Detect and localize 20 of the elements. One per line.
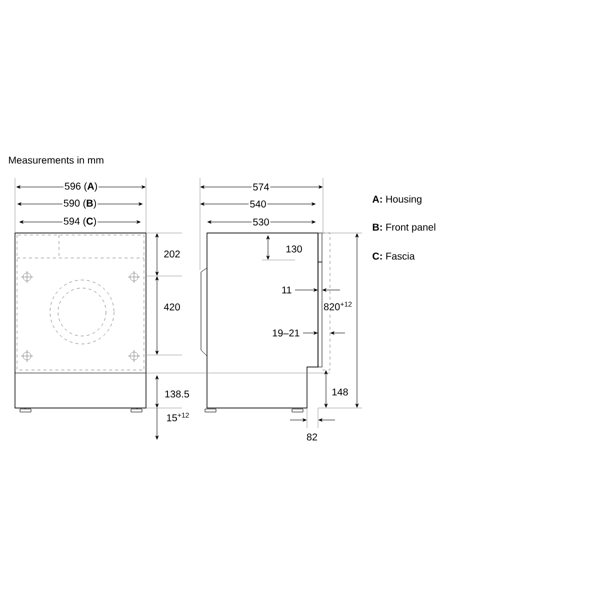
dimension-label: 138.5 (164, 389, 190, 399)
dimension-label: 596 (A) (63, 181, 99, 193)
dimension-label: 530 (252, 217, 270, 227)
dimension-label: 202 (162, 249, 182, 259)
dimension-label: 130 (284, 244, 304, 254)
dimension-label: 420 (162, 302, 182, 312)
dimension-label: 19–21 (271, 328, 301, 338)
dimension-label: 11 (280, 286, 293, 294)
dimension-label: 574 (252, 182, 270, 192)
key-label: C: Fascia (372, 252, 415, 260)
dimension-label: 82 (305, 432, 319, 442)
dimension-label: 820$^{+12}$ (322, 300, 354, 312)
key-label: A: Housing (372, 195, 422, 205)
title: Measurements in mm (9, 156, 104, 164)
dimension-label: 15$^{+12}$ (165, 412, 191, 422)
dimension-label: 148 (330, 387, 350, 397)
key-label: B: Front panel (372, 223, 436, 233)
dimension-label: 590 (B) (62, 198, 98, 210)
dimension-label: 540 (248, 199, 268, 209)
dimension-label: 594 (C) (62, 216, 98, 228)
